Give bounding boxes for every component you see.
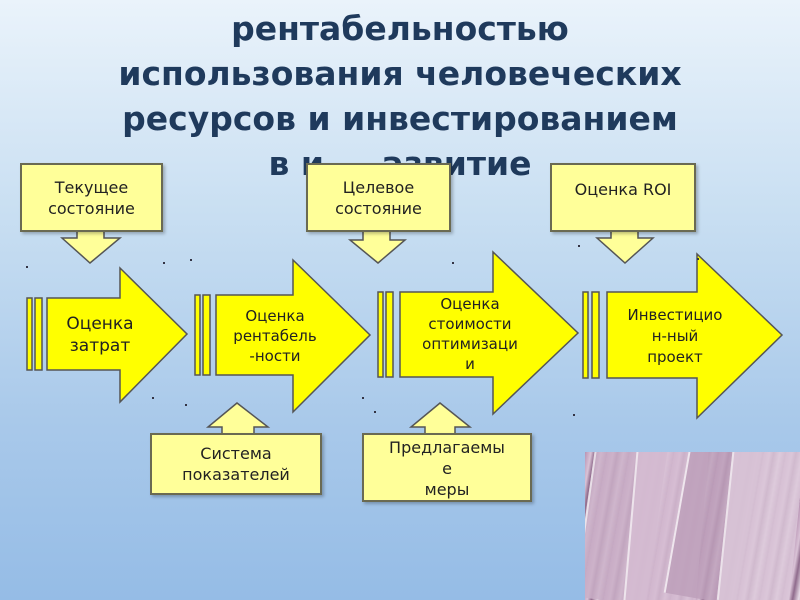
flow-arrow-1: [26, 266, 189, 404]
flow-arrow-3: [377, 250, 580, 416]
down-arrow-target-state: [347, 230, 408, 264]
decor-dot: [374, 411, 376, 413]
decor-dot: [163, 262, 165, 264]
down-arrow-roi: [595, 230, 655, 265]
decor-dot: [26, 266, 28, 268]
slide-title: рентабельностью использования человеческ…: [0, 6, 800, 186]
title-line-1: рентабельностью: [231, 9, 569, 48]
title-line-2: использования человеческих: [118, 54, 682, 93]
decor-dot: [697, 258, 699, 260]
flow-arrow-2: [194, 258, 372, 414]
banknotes-photo: [585, 452, 800, 600]
decor-dot: [362, 397, 364, 399]
title-line-3: ресурсов и инвестированием: [122, 99, 678, 138]
down-arrow-current-state: [60, 230, 123, 264]
decor-dot: [573, 414, 575, 416]
flow-arrow-4: [582, 252, 784, 420]
decor-dot: [185, 404, 187, 406]
decor-dot: [578, 245, 580, 247]
decor-dot: [190, 259, 192, 261]
up-arrow-proposed-measures: [408, 402, 473, 435]
up-arrow-indicator-system: [205, 402, 271, 435]
decor-dot: [152, 397, 154, 399]
decor-dot: [452, 262, 454, 264]
box-roi-assessment: Оценка ROI: [550, 163, 696, 232]
